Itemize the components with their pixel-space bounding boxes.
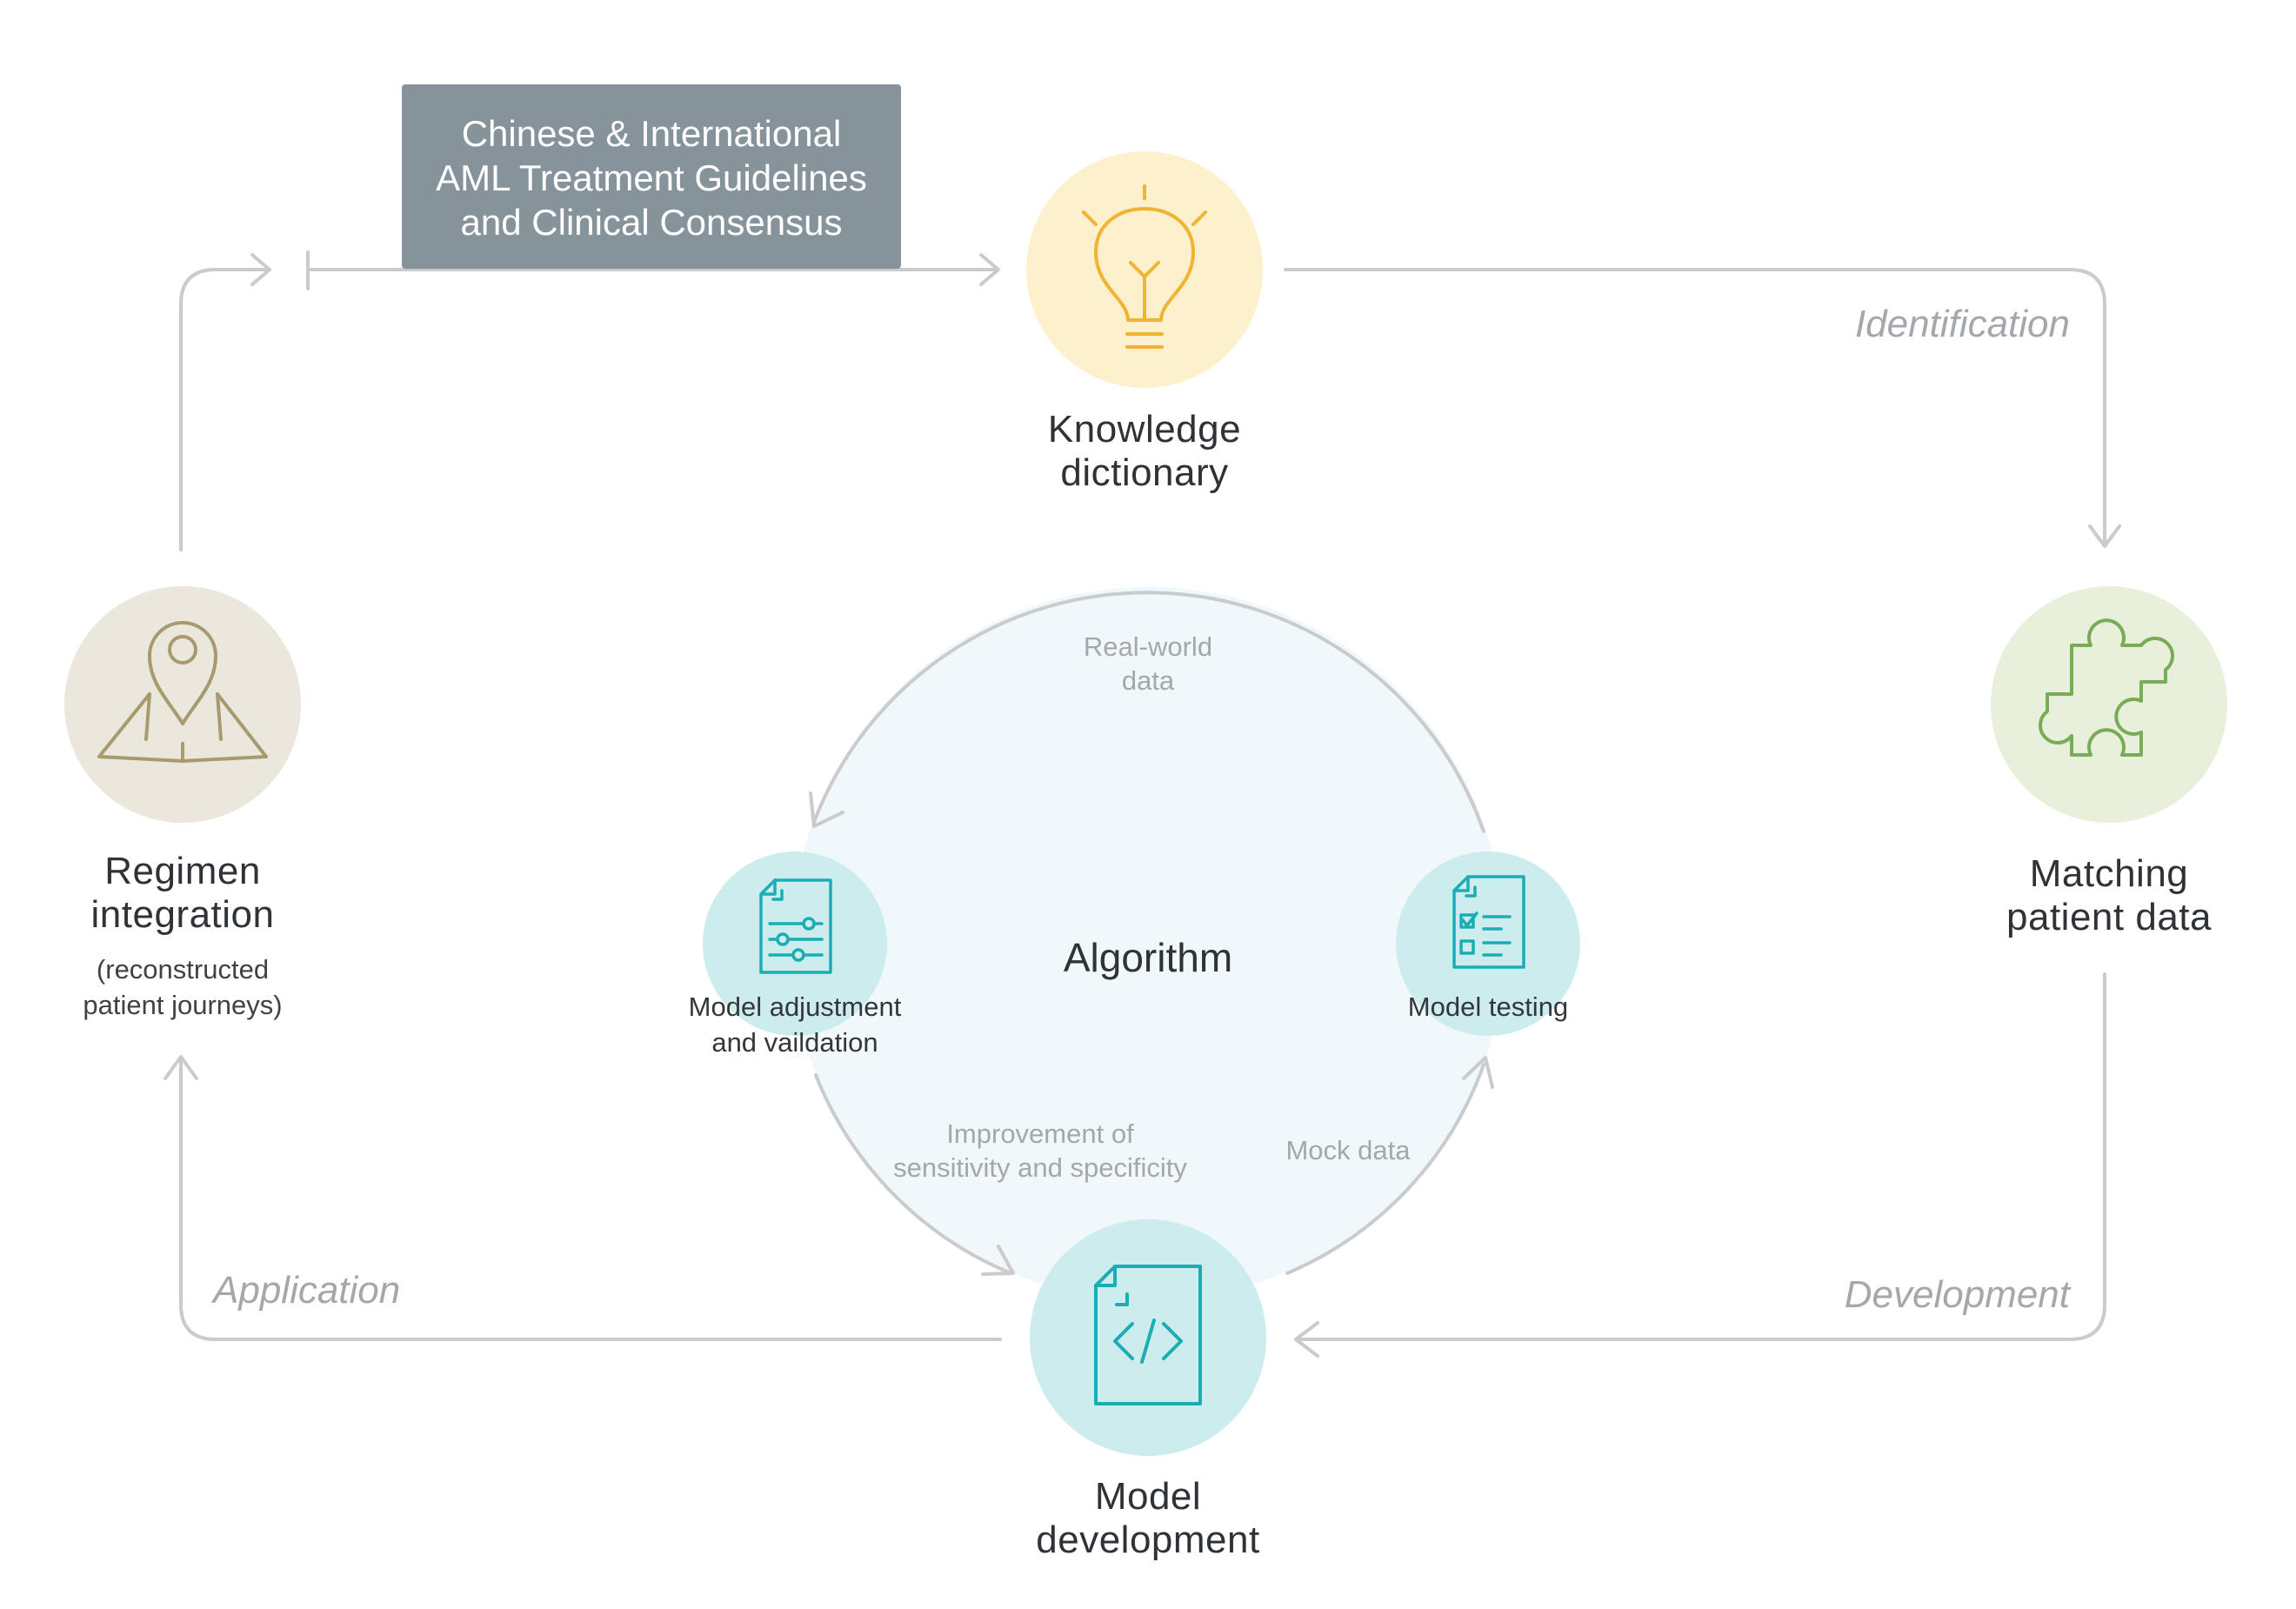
model-development-title-line-2: development bbox=[1036, 1519, 1259, 1561]
arc-mock-data bbox=[1285, 1063, 1485, 1275]
arrowhead-into-testing bbox=[1462, 1056, 1494, 1089]
knowledge-title-line-1: Knowledge bbox=[1048, 408, 1241, 451]
node-knowledge-dictionary: Knowledge dictionary bbox=[1026, 151, 1263, 494]
node-model-development: Model development bbox=[1030, 1219, 1266, 1561]
sliders-document-icon bbox=[759, 878, 832, 974]
improvement-line-1: Improvement of bbox=[946, 1118, 1134, 1149]
outer-flow-lines bbox=[164, 250, 2121, 1358]
flow-matching-to-model bbox=[1294, 972, 2106, 1341]
algorithm-cycle: Algorithm Real-world data Improvement of… bbox=[689, 631, 1580, 1183]
arrowhead-into-model-from-adjustment bbox=[981, 1245, 1015, 1276]
improvement-line-2: sensitivity and specificity bbox=[893, 1152, 1187, 1183]
arrowhead-into-adjustment bbox=[809, 791, 844, 828]
guidelines-line-2: AML Treatment Guidelines bbox=[436, 157, 867, 198]
arc-improvement bbox=[814, 1073, 1011, 1274]
edge-label-application: Application bbox=[210, 1269, 400, 1312]
mock-data-label: Mock data bbox=[1285, 1135, 1411, 1165]
node-matching-patient-data: Matching patient data bbox=[1991, 586, 2227, 938]
real-world-data-line-2: data bbox=[1122, 665, 1175, 696]
flow-knowledge-to-matching bbox=[1284, 268, 2106, 545]
step-model-testing: Model testing bbox=[1396, 851, 1580, 1036]
adjustment-label-line-1: Model adjustment bbox=[689, 991, 902, 1022]
guidelines-line-3: and Clinical Consensus bbox=[461, 202, 843, 243]
code-file-icon bbox=[1094, 1265, 1202, 1405]
edge-label-identification: Identification bbox=[1855, 303, 2070, 345]
regimen-subtitle-line-2: patient journeys) bbox=[83, 990, 282, 1020]
knowledge-title-line-2: dictionary bbox=[1060, 451, 1228, 494]
real-world-data-line-1: Real-world bbox=[1084, 631, 1212, 662]
model-development-title-line-1: Model bbox=[1095, 1475, 1201, 1518]
guidelines-box-background bbox=[402, 84, 901, 269]
edge-label-development: Development bbox=[1845, 1273, 2072, 1316]
matching-title-line-2: patient data bbox=[2006, 896, 2212, 938]
step-model-adjustment: Model adjustment and vaildation bbox=[689, 851, 902, 1058]
arrowhead-into-model bbox=[1294, 1321, 1319, 1358]
flow-model-to-regimen bbox=[179, 1058, 1002, 1341]
algorithm-cycle-arcs bbox=[809, 591, 1494, 1276]
arrowhead-into-matching bbox=[2088, 524, 2121, 548]
adjustment-label-line-2: and vaildation bbox=[711, 1027, 878, 1058]
regimen-node-circle bbox=[64, 586, 301, 823]
arrowhead-top-left bbox=[250, 253, 271, 286]
regimen-subtitle-line-1: (reconstructed bbox=[97, 954, 269, 985]
adjustment-step-circle bbox=[703, 851, 887, 1036]
puzzle-piece-icon bbox=[2039, 618, 2174, 757]
algorithm-title: Algorithm bbox=[1064, 935, 1232, 980]
regimen-title-line-2: integration bbox=[91, 893, 275, 936]
matching-title-line-1: Matching bbox=[2030, 852, 2189, 895]
node-regimen-integration: Regimen integration (reconstructed patie… bbox=[64, 586, 301, 1020]
arrowhead-into-knowledge bbox=[979, 253, 1000, 286]
algorithm-cycle-background bbox=[791, 587, 1505, 1300]
arc-real-world-data bbox=[812, 591, 1485, 833]
map-pin-icon bbox=[97, 621, 268, 763]
arrowhead-into-regimen bbox=[164, 1055, 198, 1080]
knowledge-node-circle bbox=[1026, 151, 1263, 388]
checklist-document-icon bbox=[1452, 875, 1525, 969]
lightbulb-icon bbox=[1082, 184, 1207, 349]
flow-regimen-to-top bbox=[179, 268, 271, 551]
regimen-title-line-1: Regimen bbox=[104, 850, 261, 892]
testing-label: Model testing bbox=[1408, 991, 1568, 1022]
guidelines-line-1: Chinese & International bbox=[462, 113, 842, 154]
guidelines-source-box: Chinese & International AML Treatment Gu… bbox=[402, 84, 901, 269]
